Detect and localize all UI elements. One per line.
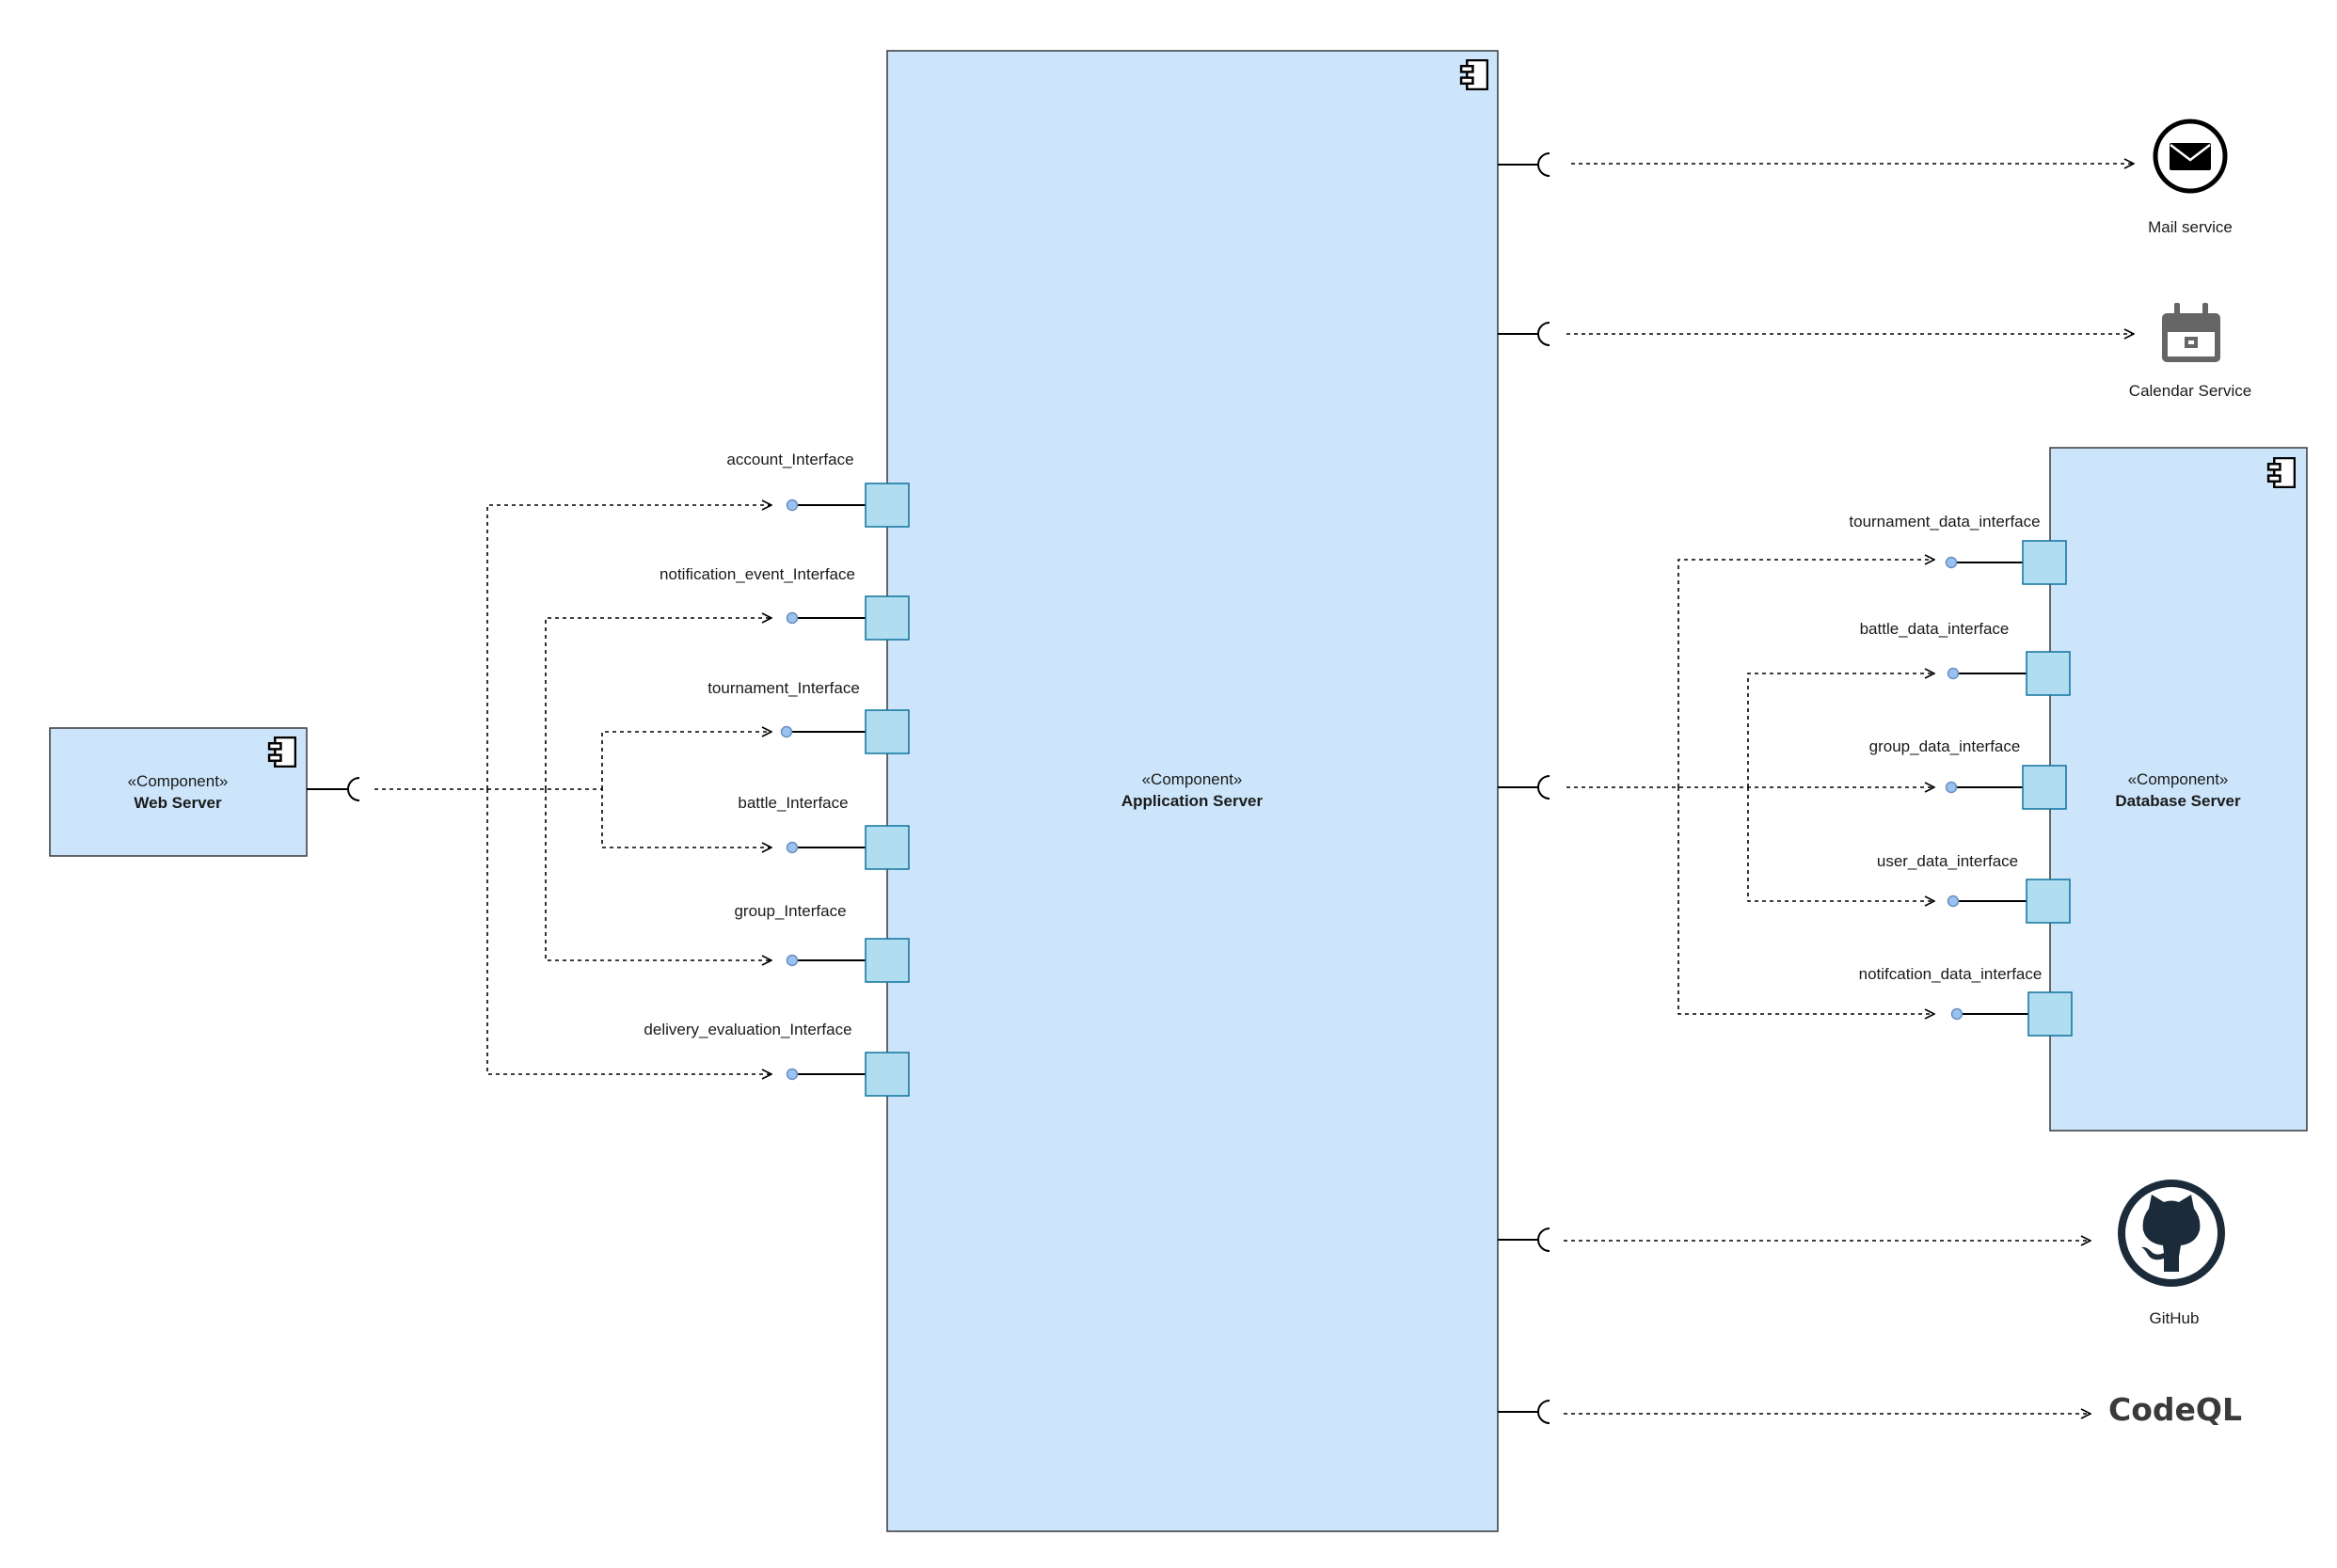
github-icon — [2118, 1180, 2225, 1287]
calendar-icon — [2162, 303, 2220, 362]
db-interface-label: group_data_interface — [1869, 737, 2021, 755]
github-label: GitHub — [2150, 1309, 2200, 1327]
port-square — [2022, 765, 2067, 810]
port-square — [2022, 540, 2067, 585]
port-square — [2026, 651, 2071, 696]
lollipop-icon — [1945, 781, 1958, 794]
app-port-4[interactable]: group_Interface — [734, 902, 910, 983]
app-interface-label: notification_event_Interface — [660, 565, 855, 583]
lollipop-icon — [786, 954, 799, 967]
lollipop-icon — [1945, 556, 1958, 569]
web-server-component[interactable]: «Component» Web Server — [49, 727, 308, 857]
lollipop-icon — [786, 1068, 799, 1081]
mail-service-label: Mail service — [2148, 218, 2233, 236]
app-server-ports: account_Interface notification_event_Inte… — [644, 451, 910, 1097]
db-port-3[interactable]: user_data_interface — [1877, 852, 2071, 924]
app-port-0[interactable]: account_Interface — [726, 451, 910, 528]
db-server-stereotype: «Component» — [2128, 770, 2229, 788]
port-square — [865, 1052, 910, 1097]
dependency-group — [545, 789, 771, 960]
calendar-service-label: Calendar Service — [2129, 382, 2251, 400]
dependency-account — [486, 505, 771, 789]
codeql-logo: CodeQL — [2108, 1391, 2242, 1428]
db-interface-label: battle_data_interface — [1860, 620, 2010, 638]
github-service[interactable]: GitHub — [2118, 1180, 2225, 1327]
web-to-app-dependencies — [374, 505, 771, 1074]
db-port-2[interactable]: group_data_interface — [1869, 737, 2067, 810]
web-server-stereotype: «Component» — [128, 772, 229, 790]
dependency-delivery-evaluation — [486, 789, 771, 1074]
app-to-external-dependencies — [1564, 164, 2134, 1414]
port-square — [865, 595, 910, 641]
db-port-0[interactable]: tournament_data_interface — [1849, 513, 2067, 585]
envelope-icon — [2153, 119, 2228, 194]
port-square — [865, 709, 910, 754]
codeql-service[interactable]: CodeQL — [2108, 1391, 2242, 1428]
lollipop-icon — [786, 841, 799, 854]
app-interface-label: account_Interface — [726, 451, 853, 468]
dependency-tournament-data — [1677, 560, 1934, 787]
app-port-1[interactable]: notification_event_Interface — [660, 565, 910, 641]
application-server-component[interactable]: «Component» Application Server — [886, 50, 1499, 1532]
lollipop-icon — [786, 499, 799, 512]
db-server-name: Database Server — [2115, 792, 2241, 810]
web-server-required-socket — [307, 777, 360, 801]
dependency-notification-data — [1677, 787, 1934, 1014]
lollipop-icon — [1950, 1007, 1963, 1021]
lollipop-icon — [1947, 667, 1960, 680]
database-server-component[interactable]: «Component» Database Server — [2049, 447, 2308, 1132]
lollipop-icon — [1947, 895, 1960, 908]
port-square — [865, 483, 910, 528]
app-port-3[interactable]: battle_Interface — [738, 794, 910, 870]
calendar-service[interactable]: Calendar Service — [2129, 303, 2251, 400]
mail-service[interactable]: Mail service — [2148, 119, 2233, 236]
db-interface-label: tournament_data_interface — [1849, 513, 2040, 531]
dependency-user-data — [1747, 787, 1934, 901]
app-to-db-dependencies — [1566, 560, 1934, 1014]
lollipop-icon — [786, 611, 799, 625]
app-port-5[interactable]: delivery_evaluation_Interface — [644, 1021, 910, 1097]
port-square — [2026, 879, 2071, 924]
app-interface-label: group_Interface — [734, 902, 846, 920]
dependency-notification — [545, 618, 771, 789]
db-port-1[interactable]: battle_data_interface — [1860, 620, 2071, 696]
port-square — [865, 938, 910, 983]
app-interface-label: delivery_evaluation_Interface — [644, 1021, 851, 1038]
db-server-ports: tournament_data_interface battle_data_int… — [1849, 513, 2073, 1037]
lollipop-icon — [780, 725, 793, 738]
port-square — [865, 825, 910, 870]
db-interface-label: notifcation_data_interface — [1859, 965, 2043, 983]
web-server-name: Web Server — [134, 794, 222, 812]
app-server-name: Application Server — [1121, 792, 1264, 810]
dependency-battle-data — [1747, 673, 1934, 787]
port-square — [2027, 991, 2073, 1037]
app-port-2[interactable]: tournament_Interface — [707, 679, 910, 754]
app-interface-label: tournament_Interface — [707, 679, 860, 697]
app-server-required-sockets — [1498, 152, 1550, 1424]
dependency-main — [374, 788, 771, 847]
app-interface-label: battle_Interface — [738, 794, 848, 812]
dependency-tournament — [601, 732, 771, 789]
db-interface-label: user_data_interface — [1877, 852, 2018, 870]
app-server-stereotype: «Component» — [1142, 770, 1243, 788]
db-port-4[interactable]: notifcation_data_interface — [1859, 965, 2073, 1037]
